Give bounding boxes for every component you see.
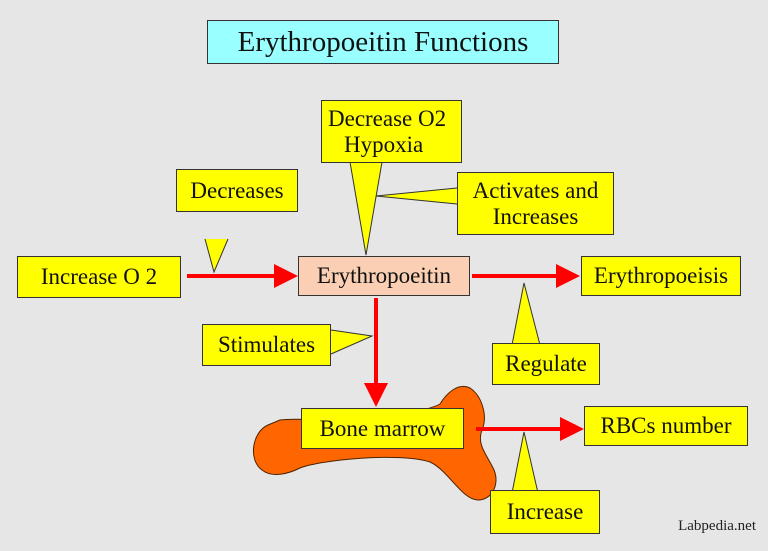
node-increase-o2: Increase O 2	[17, 256, 181, 298]
decreases-pointer	[205, 239, 228, 272]
diagram-title: Erythropoeitin Functions	[207, 20, 559, 64]
activates-pointer-outline	[375, 187, 458, 205]
increase-pointer-outline	[511, 431, 539, 494]
activates-pointer	[376, 188, 457, 204]
callout-increase: Increase	[490, 490, 600, 534]
stimulates-pointer-outline	[330, 329, 374, 355]
callout-decrease-o2-line2: Hypoxia	[344, 131, 424, 157]
hypoxia-pointer	[350, 162, 382, 255]
callout-stimulates: Stimulates	[202, 324, 331, 366]
decreases-pointer-outline	[204, 238, 229, 274]
callout-activates-line1: Activates and	[472, 177, 599, 203]
stimulates-pointer	[331, 330, 372, 354]
regulate-pointer	[512, 283, 540, 345]
increase-pointer	[512, 432, 538, 493]
node-erythropoeitin: Erythropoeitin	[298, 256, 470, 296]
callout-decrease-o2-line1: Decrease O2	[328, 105, 447, 131]
watermark: Labpedia.net	[678, 518, 756, 534]
callout-decreases: Decreases	[176, 169, 298, 212]
regulate-pointer-outline	[511, 282, 541, 346]
callout-activates-line2: Increases	[492, 203, 579, 229]
node-rbcs-number: RBCs number	[584, 406, 748, 446]
node-bone-marrow: Bone marrow	[301, 408, 464, 449]
callout-activates: Activates and Increases	[457, 172, 614, 235]
callout-regulate: Regulate	[492, 343, 600, 385]
node-erythropoeisis: Erythropoeisis	[581, 256, 741, 296]
callout-decrease-o2: Decrease O2 Hypoxia	[321, 100, 462, 163]
hypoxia-pointer-outline	[349, 161, 383, 256]
